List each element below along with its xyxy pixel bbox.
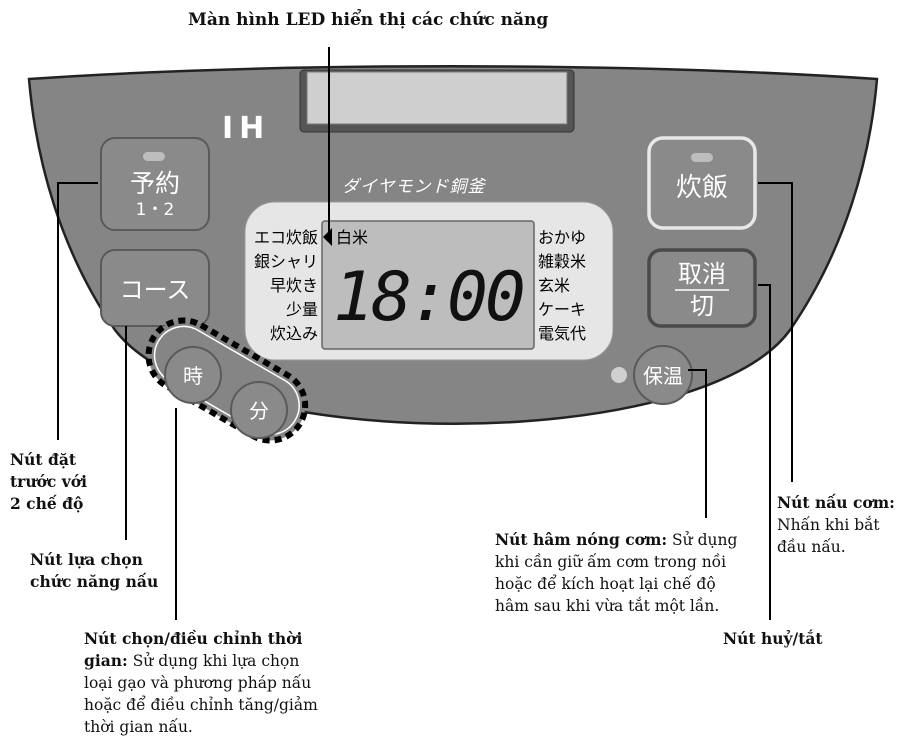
hour-button[interactable]: 時 (164, 346, 222, 404)
cancel-annotation: Nút huỷ/tắt (723, 628, 823, 650)
menu-left-item: エコ炊飯 (254, 228, 318, 247)
cancel-annotation-title: Nút huỷ/tắt (723, 629, 823, 648)
preset-annotation: Nút đặt trước với 2 chế độ (10, 449, 87, 515)
display-time: 18:00 (333, 258, 523, 337)
brand-label: IH (222, 111, 270, 146)
menu-right-item: おかゆ (538, 228, 586, 247)
keep-warm-annotation-text: Sử dụng (667, 531, 738, 549)
keep-warm-button[interactable]: 保温 (633, 345, 693, 405)
keep-warm-annotation-line: hâm sau khi vừa tắt một lần. (495, 597, 720, 615)
course-annotation: Nút lựa chọn chức năng nấu (30, 549, 158, 593)
leader-lines (57, 47, 793, 620)
cancel-button-sublabel: 切 (690, 292, 714, 320)
time-annotation-line: thời gian nấu. (84, 718, 193, 736)
course-button-label: コース (120, 276, 191, 304)
menu-left-list: エコ炊飯 銀シャリ 早炊き 少量 炊込み (254, 228, 318, 343)
menu-selected-label: 白米 (336, 228, 368, 247)
menu-left-item: 早炊き (270, 276, 318, 295)
time-annotation-title2: gian: (84, 651, 128, 670)
time-annotation-line: loại gạo và phương pháp nấu (84, 674, 312, 692)
menu-left-item: 銀シャリ (254, 252, 318, 271)
led-annotation: Màn hình LED hiển thị các chức năng (188, 9, 548, 31)
pot-name-label: ダイヤモンド銅釜 (342, 177, 486, 197)
cook-annotation-line: đầu nấu. (777, 538, 846, 556)
time-annotation-line: hoặc để điều chỉnh tăng/giảm (84, 696, 318, 714)
menu-right-item: 雑穀米 (538, 252, 586, 271)
preset-button-sublabel: 1・2 (136, 200, 175, 220)
course-button[interactable]: コース (100, 249, 210, 327)
course-annotation-line: chức năng nấu (30, 572, 159, 591)
lcd-screen (321, 220, 535, 350)
preset-indicator-led (143, 152, 165, 161)
time-annotation-text: Sử dụng khi lựa chọn (127, 652, 300, 670)
led-annotation-title: Màn hình LED hiển thị các chức năng (188, 10, 549, 30)
preset-annotation-line: Nút đặt (10, 450, 77, 469)
preset-button-label: 予約 (130, 169, 180, 198)
top-window-inner (306, 71, 568, 125)
preset-annotation-line: trước với (10, 472, 88, 491)
time-annotation: Nút chọn/điều chỉnh thời gian: Sử dụng k… (84, 628, 318, 738)
menu-right-item: 玄米 (538, 276, 570, 295)
keep-warm-indicator-led (611, 367, 627, 383)
time-buttons-highlight-inner (153, 325, 300, 436)
cancel-button[interactable]: 取消 切 (647, 248, 757, 328)
cook-indicator-led (691, 153, 713, 162)
keep-warm-annotation-title: Nút hâm nóng cơm: (495, 530, 668, 549)
minute-button-label: 分 (249, 399, 269, 423)
minute-button[interactable]: 分 (230, 381, 288, 439)
time-annotation-title: Nút chọn/điều chỉnh thời (84, 629, 303, 648)
cook-annotation-title: Nút nấu cơm: (777, 493, 895, 512)
menu-right-item: 電気代 (538, 324, 586, 343)
cancel-button-label: 取消 (678, 260, 726, 288)
keep-warm-annotation: Nút hâm nóng cơm: Sử dụng khi cần giữ ấm… (495, 529, 737, 617)
hour-button-label: 時 (183, 364, 203, 388)
menu-right-item: ケーキ (538, 300, 586, 319)
preset-annotation-line: 2 chế độ (10, 494, 84, 513)
cook-button-label: 炊飯 (676, 173, 728, 203)
reheat-label: 再加熱 (643, 407, 682, 422)
cook-button[interactable]: 炊飯 (647, 136, 757, 230)
cook-annotation: Nút nấu cơm: Nhấn khi bắt đầu nấu. (777, 492, 895, 558)
menu-left-item: 炊込み (270, 324, 318, 343)
keep-warm-annotation-line: khi cần giữ ấm cơm trong nồi (495, 553, 727, 571)
course-annotation-line: Nút lựa chọn (30, 550, 143, 569)
menu-left-item: 少量 (286, 300, 318, 319)
cook-annotation-line: Nhấn khi bắt (777, 516, 880, 534)
menu-right-list: おかゆ 雑穀米 玄米 ケーキ 電気代 (538, 228, 586, 343)
keep-warm-button-label: 保温 (643, 364, 683, 388)
keep-warm-annotation-line: hoặc để kích hoạt lại chế độ (495, 575, 716, 593)
preset-button[interactable]: 予約 1・2 (100, 137, 210, 231)
